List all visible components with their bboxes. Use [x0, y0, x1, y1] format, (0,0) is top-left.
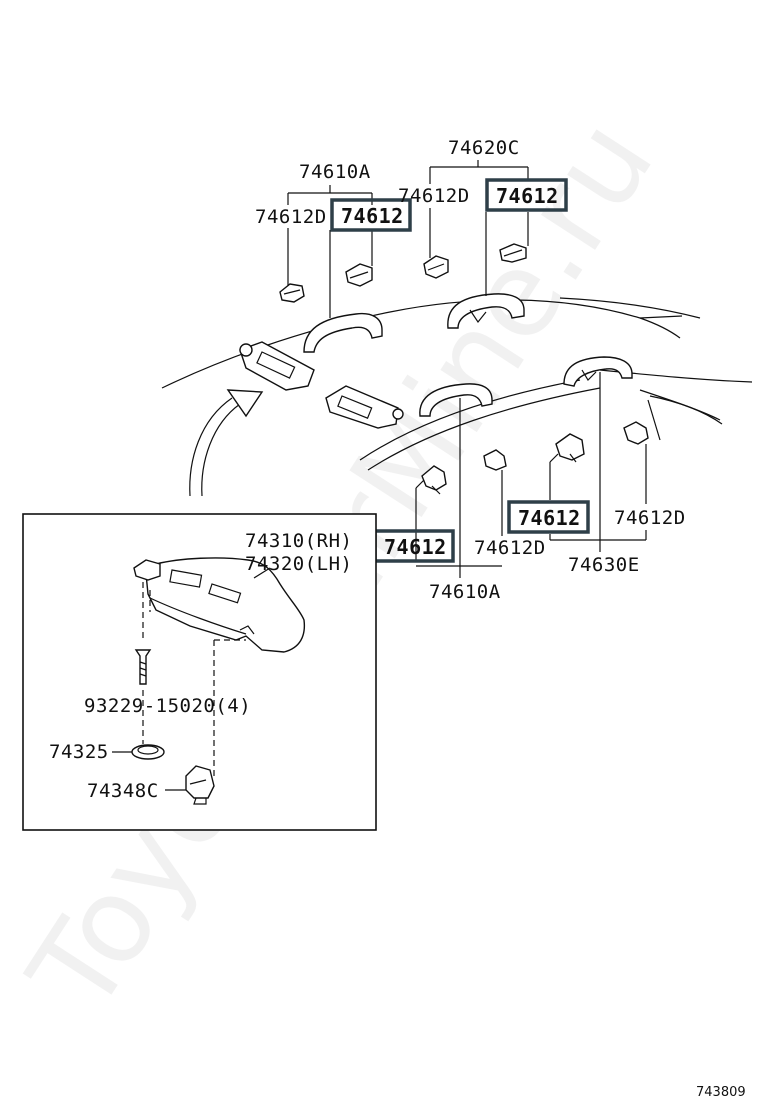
label-visor-rh: 74310(RH) [245, 530, 352, 552]
visor-mirror [169, 569, 203, 588]
leader-lines-right [549, 372, 647, 552]
label-front-cap-d: 74612D [255, 206, 327, 228]
sun-visor [133, 557, 306, 653]
label-front-cap: 74612 [341, 204, 404, 228]
visor-cover [131, 744, 165, 760]
clip-cap-right-d [623, 421, 649, 445]
highlight-box-right [507, 500, 590, 534]
leader-lines-middle [429, 160, 529, 296]
label-rear-cap-d: 74612D [474, 537, 546, 559]
clip-cap-mid [499, 243, 527, 263]
label-mid-assy: 74620C [448, 137, 520, 159]
leader-lines-rear [415, 398, 503, 578]
label-rear-assy: 74610A [429, 581, 501, 603]
clip-cap-front-d [279, 283, 305, 303]
label-visor-lh: 74320(LH) [245, 553, 352, 575]
view-arrow [189, 389, 264, 497]
clip-cap-rear [421, 465, 447, 495]
clip-cap-mid-d [423, 255, 449, 279]
label-mid-cap: 74612 [496, 184, 559, 208]
label-right-cap: 74612 [518, 506, 581, 530]
assist-grip-middle [447, 293, 525, 329]
label-holder: 74348C [87, 780, 159, 802]
label-mid-cap-d: 74612D [398, 185, 470, 207]
visor-holder [185, 765, 215, 805]
highlight-box-front [330, 198, 412, 232]
label-cover: 74325 [49, 741, 109, 763]
label-rear-cap: 74612 [384, 535, 447, 559]
clip-cap-right [555, 433, 585, 463]
label-right-assy: 74630E [568, 554, 640, 576]
screw [134, 649, 152, 685]
diagram-id: 743809 [696, 1085, 746, 1100]
label-screw: 93229-15020(4) [84, 695, 251, 717]
sun-visor-installed-front [239, 341, 315, 391]
leader-lines-front [287, 185, 373, 318]
highlight-box-middle [485, 178, 568, 212]
sun-visor-installed-rear [325, 385, 404, 429]
clip-cap-front [345, 263, 373, 287]
clip-cap-rear-d [483, 449, 507, 471]
visor-detail-inset: 74310(RH) 74320(LH) 93229-15020(4) 74325… [22, 513, 377, 831]
visor-hinge [133, 559, 161, 581]
label-front-assy: 74610A [299, 161, 371, 183]
assist-grip-rear [419, 383, 493, 417]
label-right-cap-d: 74612D [614, 507, 686, 529]
assist-grip-front [303, 312, 383, 353]
assist-grip-right [563, 356, 633, 387]
